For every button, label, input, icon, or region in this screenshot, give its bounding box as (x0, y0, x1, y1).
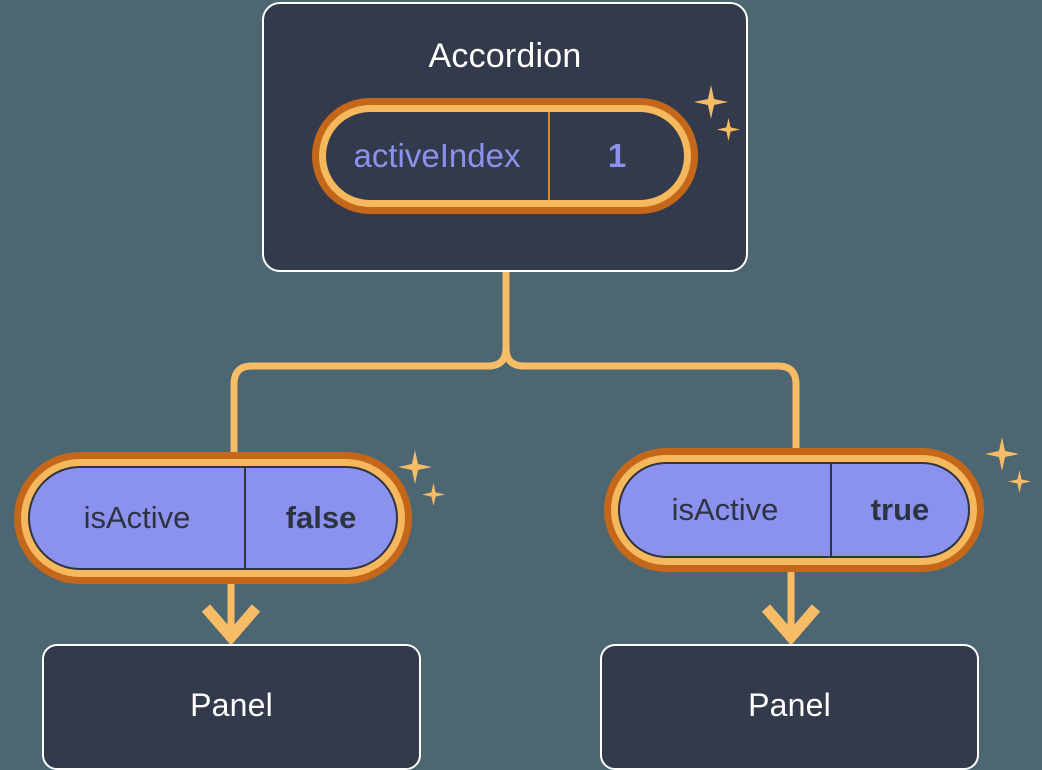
prop-pill-value: true (870, 492, 930, 527)
sparkle-small-icon (422, 483, 445, 506)
accordion-title: Accordion (428, 37, 582, 75)
panel-title: Panel (190, 687, 273, 723)
pill-body: isActive false (28, 466, 398, 570)
sparkle-large-icon (985, 437, 1019, 471)
sparkle-group-right (985, 437, 1042, 507)
pill-body: activeIndex 1 (326, 112, 684, 200)
state-pill-value: 1 (607, 137, 627, 174)
pill-highlight-ring: isActive true (611, 455, 977, 565)
connector-split-to-right-pill (502, 344, 800, 452)
state-pill-activeindex[interactable]: activeIndex 1 (312, 98, 698, 214)
panel-card-left[interactable]: Panel (42, 644, 421, 770)
prop-pill-value: false (285, 500, 357, 535)
pill-highlight-ring: isActive false (21, 459, 405, 577)
panel-card-right[interactable]: Panel (600, 644, 979, 770)
prop-pill-key: isActive (620, 464, 832, 556)
state-pill-key: activeIndex (326, 112, 550, 200)
arrow-left-pill-to-panel (201, 583, 261, 646)
connector-split-to-left-pill (230, 344, 510, 456)
prop-pill-isactive-false[interactable]: isActive false (14, 452, 412, 584)
pill-body: isActive true (618, 462, 970, 558)
prop-pill-isactive-true[interactable]: isActive true (604, 448, 984, 572)
prop-pill-key: isActive (30, 468, 246, 568)
arrow-right-pill-to-panel (761, 572, 821, 646)
panel-title: Panel (748, 687, 831, 723)
sparkle-large-icon (398, 450, 432, 484)
pill-highlight-ring: activeIndex 1 (319, 105, 691, 207)
sparkle-small-icon (1008, 470, 1031, 493)
